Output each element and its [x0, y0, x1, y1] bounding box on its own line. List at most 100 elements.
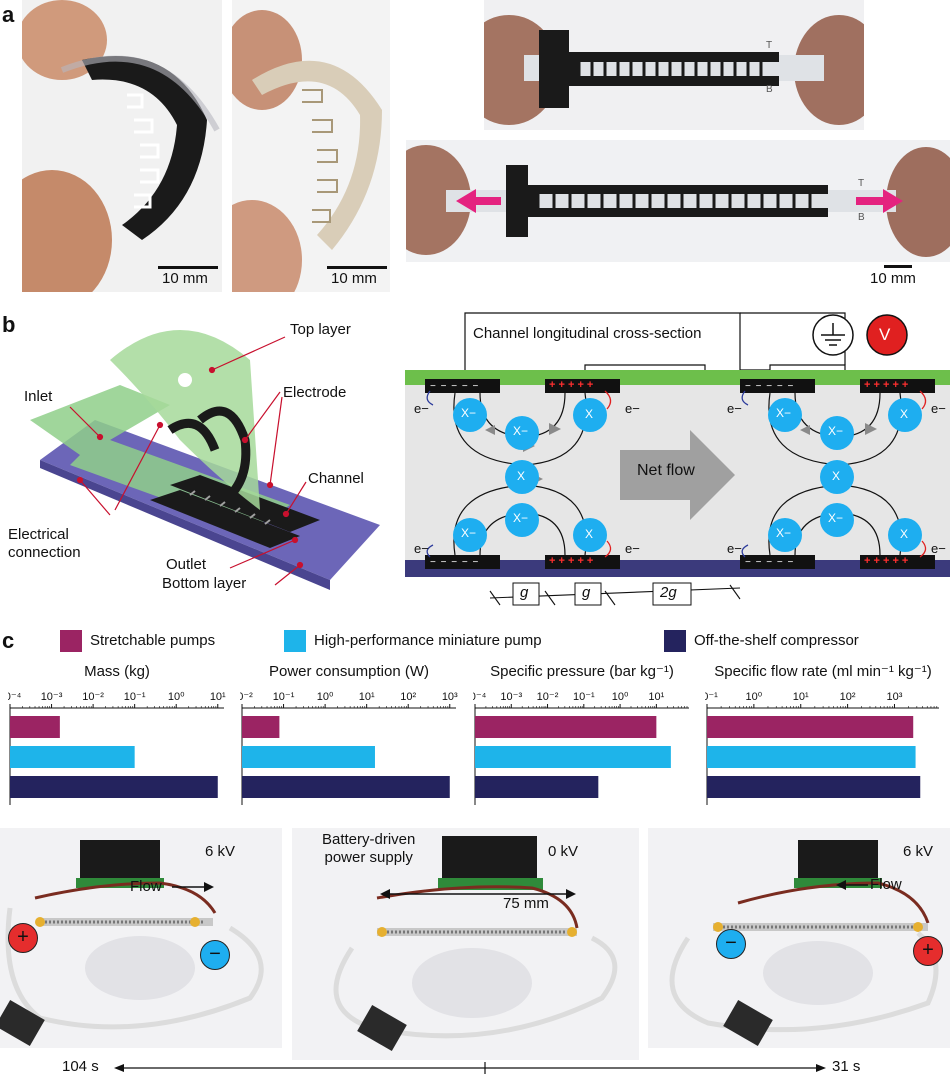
x-tick-label: 10¹ [648, 691, 664, 703]
chart-title: Specific flow rate (ml min⁻¹ kg⁻¹) [714, 663, 932, 680]
bar-1 [707, 746, 916, 768]
bar-0 [475, 716, 657, 738]
stretched-pump-photo: T B [406, 140, 950, 262]
bar-2 [10, 776, 218, 798]
ion-label-1: X− [461, 406, 477, 420]
flow-label-left: Flow [130, 878, 162, 895]
electron-label-1: e− [414, 401, 429, 416]
ion-label-10: X [900, 407, 909, 421]
bar-2 [475, 776, 599, 798]
ion-label-14: X [900, 527, 909, 541]
demo-photo-right [648, 828, 950, 1048]
label-electrical-connection: Electrical connection [8, 526, 81, 561]
x-tick-label: 10³ [442, 691, 458, 703]
x-tick-label: 10² [840, 691, 856, 703]
label-outlet: Outlet [166, 556, 207, 573]
x-tick-label: 10⁰ [168, 691, 185, 703]
panel-letter-c: c [2, 628, 15, 653]
legend-swatch-miniature [284, 630, 306, 652]
ion-label-3: X [585, 407, 594, 421]
length-label: 75 mm [503, 895, 549, 912]
negative-electrode-left-icon: − [200, 940, 230, 970]
legend-label-stretchable: Stretchable pumps [90, 632, 216, 649]
electron-label-5: e− [414, 541, 429, 556]
electrode-charges-bottom-3: − − − − − [745, 557, 795, 568]
flow-arrow-left-icon [836, 880, 868, 890]
bar-0 [707, 716, 914, 738]
x-tick-label: 10⁰ [612, 691, 629, 703]
x-tick-label: 10¹ [793, 691, 809, 703]
ion-label-7: X [585, 527, 594, 541]
legend-label-compressor: Off-the-shelf compressor [694, 632, 859, 649]
scale-label-2: 10 mm [331, 270, 377, 287]
electron-label-3: e− [727, 401, 742, 416]
x-tick-label: 10³ [887, 691, 903, 703]
x-tick-label: 10⁻³ [41, 691, 63, 703]
electrode-charges-bottom-2: + + + + + [549, 555, 594, 567]
label-bottom-layer: Bottom layer [162, 575, 247, 592]
chart-title: Power consumption (W) [269, 663, 429, 680]
x-tick-label: 10⁻⁴ [473, 691, 487, 703]
voltage-left: 6 kV [205, 843, 236, 860]
tube-label-t-bottom: T [858, 178, 865, 189]
positive-electrode-right-icon: + [913, 936, 943, 966]
electrode-charges-top-2: + + + + + [549, 379, 594, 391]
label-top-layer: Top layer [290, 321, 351, 338]
scale-bar-2 [327, 266, 387, 269]
electrode-charges-top-3: − − − − − [745, 381, 795, 392]
label-inlet: Inlet [24, 388, 53, 405]
voltage-label: V [879, 325, 891, 344]
scale-bar-1 [158, 266, 218, 269]
flow-arrow-right-icon [172, 882, 214, 892]
chart-title: Specific pressure (bar kg⁻¹) [490, 663, 674, 680]
electrode-charges-bottom-1: − − − − − [430, 557, 480, 568]
electrode-charges-top-4: + + + + + [864, 379, 909, 391]
electron-label-6: e− [625, 541, 640, 556]
ion-label-6: X− [513, 511, 529, 525]
bent-pump-photo-black [22, 0, 222, 292]
scale-label-3: 10 mm [870, 270, 916, 287]
positive-electrode-left-icon: + [8, 923, 38, 953]
channel-cross-section [405, 312, 950, 606]
electron-label-4: e− [931, 401, 946, 416]
legend-label-miniature: High-performance miniature pump [314, 632, 542, 649]
x-tick-label: 10² [400, 691, 416, 703]
ion-label-11: X [832, 469, 841, 483]
bent-pump-photo-transparent [232, 0, 390, 292]
bar-1 [10, 746, 135, 768]
x-tick-label: 10⁰ [746, 691, 763, 703]
legend-swatch-compressor [664, 630, 686, 652]
x-tick-label: 10⁻¹ [573, 691, 595, 703]
bar-2 [707, 776, 921, 798]
scale-bar-3 [884, 265, 912, 268]
bar-0 [10, 716, 60, 738]
voltage-right: 6 kV [903, 843, 934, 860]
legend-swatch-stretchable [60, 630, 82, 652]
ion-label-4: X [517, 469, 526, 483]
gap-label-1: g [520, 584, 529, 601]
time-start-label: 104 s [62, 1058, 99, 1075]
scale-label-1: 10 mm [162, 270, 208, 287]
chart-specific-pressure: Specific pressure (bar kg⁻¹)10⁻⁴10⁻³10⁻²… [473, 663, 689, 805]
chart-power: Power consumption (W)10⁻²10⁻¹10⁰10¹10²10… [240, 663, 458, 805]
ion-label-2: X− [513, 424, 529, 438]
voltage-source-icon [866, 314, 908, 356]
x-tick-label: 10⁻² [240, 691, 253, 703]
x-tick-label: 10⁻¹ [273, 691, 295, 703]
ion-label-5: X− [461, 526, 477, 540]
flow-label-right: Flow [870, 876, 902, 893]
x-tick-label: 10⁻² [82, 691, 104, 703]
chart-specific-flow: Specific flow rate (ml min⁻¹ kg⁻¹)10⁻¹10… [705, 663, 939, 805]
demo-photo-left [0, 828, 282, 1048]
tube-label-b-top: B [766, 84, 773, 95]
x-tick-label: 10¹ [210, 691, 226, 703]
cross-section-title: Channel longitudinal cross-section [473, 325, 702, 342]
x-tick-label: 10⁻² [537, 691, 559, 703]
x-tick-label: 10⁻⁴ [8, 691, 22, 703]
voltage-middle: 0 kV [548, 843, 579, 860]
length-arrow [380, 889, 576, 899]
electron-label-2: e− [625, 401, 640, 416]
ion-label-12: X− [776, 526, 792, 540]
tube-label-b-bottom: B [858, 212, 865, 223]
